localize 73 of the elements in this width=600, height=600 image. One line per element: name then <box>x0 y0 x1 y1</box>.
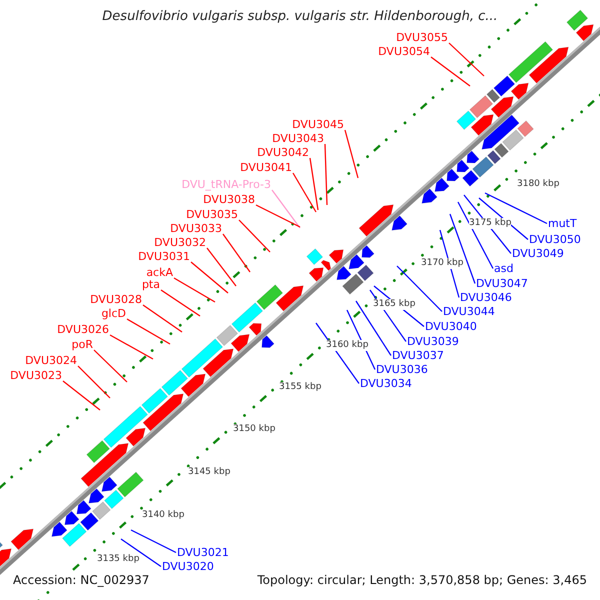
gene-label: DVU3033 <box>170 222 222 235</box>
scale-label: 3155 kbp <box>279 382 322 393</box>
scale-label: 3150 kbp <box>233 424 276 435</box>
gene-label: DVU3037 <box>392 349 444 362</box>
gene-label: DVU3040 <box>425 320 477 333</box>
gene-label: DVU3031 <box>138 250 190 263</box>
leader-line <box>130 529 176 554</box>
leader-line <box>272 190 300 228</box>
gene-label: DVU3047 <box>476 277 528 290</box>
gene-label: DVU3034 <box>360 377 412 390</box>
leader-line <box>256 204 300 228</box>
gene-label: mutT <box>548 217 577 230</box>
gene-label: DVU3020 <box>162 560 214 573</box>
map-title: Desulfovibrio vulgaris subsp. vulgaris str. Hildenborough, c... <box>101 10 499 23</box>
gene-label: DVU3028 <box>90 293 142 306</box>
gene-label: DVU3038 <box>203 193 255 206</box>
gene-label: glcD <box>101 307 126 320</box>
leader-line <box>142 304 182 332</box>
gene-label: ackA <box>146 266 173 279</box>
leader-line <box>238 220 270 252</box>
gene-label: DVU3050 <box>529 233 581 246</box>
leader-line <box>309 158 319 210</box>
gene-label: pta <box>142 278 160 291</box>
leader-line <box>78 366 110 398</box>
scale-label: 3145 kbp <box>188 467 230 478</box>
leader-line <box>484 192 548 224</box>
leader-line <box>174 277 216 303</box>
leader-line <box>356 300 392 356</box>
gene-label: DVU3046 <box>460 291 512 304</box>
gene-label: DVU3041 <box>240 161 292 174</box>
gene-label: DVU3039 <box>407 335 459 348</box>
gene-label: DVU3054 <box>378 45 430 58</box>
leader-line <box>94 350 128 382</box>
gene-label: DVU3032 <box>154 236 206 249</box>
scale-label: 3140 kbp <box>142 510 184 521</box>
gene-label: DVU3049 <box>512 247 564 260</box>
leader-line <box>430 56 470 86</box>
scale-label: 3165 kbp <box>373 299 416 310</box>
gene-label: DVU3055 <box>396 31 448 44</box>
scale-label: 3135 kbp <box>97 554 140 565</box>
leader-line <box>190 262 228 294</box>
scale-label: 3160 kbp <box>326 340 368 351</box>
gene-label: DVU3042 <box>257 146 309 159</box>
scale-label: 3175 kbp <box>469 218 512 229</box>
leader-line <box>457 202 494 269</box>
leader-line <box>222 234 250 272</box>
gene-label: DVU3024 <box>25 354 77 367</box>
gene-label: DVU3035 <box>186 208 238 221</box>
leader-line <box>396 266 442 312</box>
leader-line <box>448 42 484 76</box>
leader-line <box>324 144 328 206</box>
leader-line <box>160 290 200 316</box>
gene-label: DVU3036 <box>376 363 428 376</box>
gene-label: DVU3043 <box>272 132 324 145</box>
leader-line <box>120 538 162 567</box>
leader-line <box>126 318 170 345</box>
gene-label: poR <box>72 338 93 351</box>
gene-label: DVU3021 <box>177 546 229 559</box>
leader-line <box>478 198 528 240</box>
leader-line <box>62 380 100 410</box>
gene-label: asd <box>494 262 514 275</box>
gene-label: DVU3045 <box>292 118 344 131</box>
leader-line <box>449 214 476 284</box>
gene-label: DVU_tRNA-Pro-3 <box>182 178 271 191</box>
gene-label: DVU3026 <box>57 323 109 336</box>
gene-label: DVU3023 <box>10 369 62 382</box>
scale-label: 3180 kbp <box>517 179 560 190</box>
leader-line <box>206 248 236 286</box>
leader-line <box>292 172 317 212</box>
scale-label: 3170 kbp <box>421 258 464 269</box>
leader-line <box>344 130 359 178</box>
gene-label: DVU3044 <box>443 305 495 318</box>
leader-line <box>110 334 154 360</box>
